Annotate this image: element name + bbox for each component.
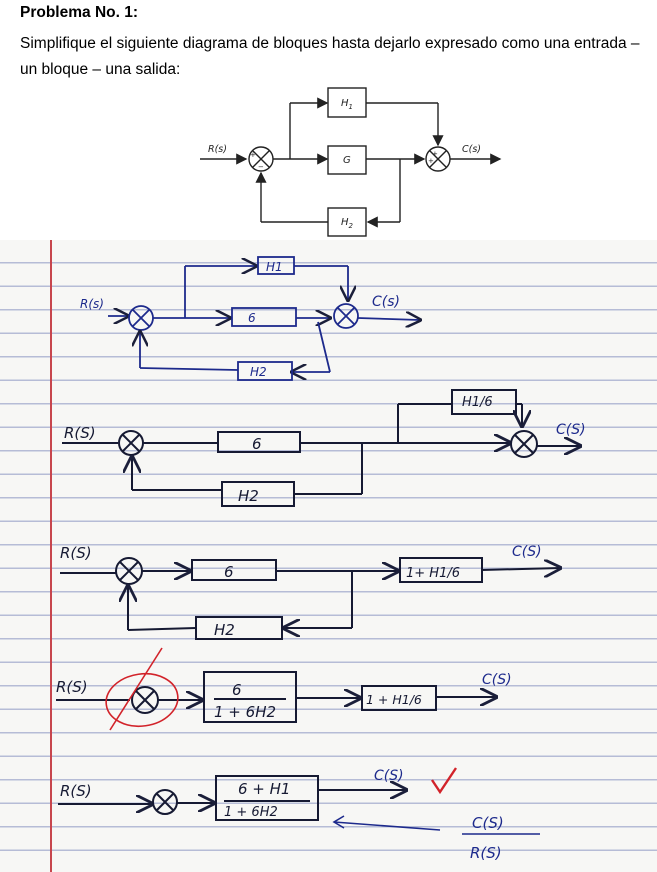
block-h2-label: H2 <box>341 217 354 230</box>
svg-text:R(S): R(S) <box>64 424 96 442</box>
step-5-labels: R(S) 6 + H1 1 + 6H2 C(S) C(S) R(S) <box>60 768 504 862</box>
svg-text:H2: H2 <box>238 487 259 505</box>
svg-text:1 + 6H2: 1 + 6H2 <box>224 805 278 820</box>
svg-text:6: 6 <box>252 435 262 453</box>
step-1-diagram <box>108 256 420 381</box>
step-2-labels: R(S) 6 H2 H1/6 C(S) <box>64 395 586 505</box>
svg-text:6 + H1: 6 + H1 <box>238 780 290 798</box>
svg-text:C(S): C(S) <box>556 422 586 438</box>
svg-text:C(s): C(s) <box>372 294 400 310</box>
svg-text:H2: H2 <box>250 365 267 379</box>
block-g <box>327 145 367 175</box>
sum2-plus-left: + <box>428 157 434 165</box>
svg-text:C(S): C(S) <box>374 768 404 784</box>
step-2-diagram <box>62 389 580 507</box>
step-4-crossout <box>105 647 179 731</box>
step-5-pointer <box>332 815 540 835</box>
svg-text:C(S): C(S) <box>512 544 542 560</box>
problem-title: Problema No. 1: <box>20 4 138 21</box>
block-h1-label: H1 <box>341 98 353 111</box>
step-4-labels: R(S) 6 1 + 6H2 1 + H1/6 C(S) <box>56 672 512 721</box>
sum2-plus-top: + <box>432 150 438 158</box>
step-1-labels: R(s) C(s) H1 6 H2 <box>80 260 400 379</box>
svg-text:6: 6 <box>232 681 242 699</box>
notebook-page: R(s) C(s) H1 6 H2 <box>0 240 657 872</box>
svg-text:H1/6: H1/6 <box>462 395 493 410</box>
block-g-label: G <box>343 155 351 166</box>
step-3-labels: R(S) 6 H2 1+ H1/6 C(S) <box>60 544 542 639</box>
block-h1 <box>327 87 367 118</box>
svg-text:1 + H1/6: 1 + H1/6 <box>366 692 422 707</box>
step-4-diagram <box>56 671 496 723</box>
svg-text:R(S): R(S) <box>60 544 92 562</box>
svg-text:H1: H1 <box>266 260 283 274</box>
handwritten-solution: R(s) C(s) H1 6 H2 <box>56 256 586 862</box>
margin-line <box>50 240 52 872</box>
step-3-diagram <box>60 557 560 640</box>
output-label: C(s) <box>462 144 481 155</box>
svg-text:R(s): R(s) <box>80 297 104 311</box>
svg-text:1+ H1/6: 1+ H1/6 <box>406 566 460 581</box>
block-h2 <box>327 207 367 237</box>
svg-text:R(S): R(S) <box>470 844 502 862</box>
input-label: R(s) <box>208 144 227 155</box>
problem-header: Problema No. 1: Simplifique el siguiente… <box>0 0 657 240</box>
svg-text:1 + 6H2: 1 + 6H2 <box>214 703 276 721</box>
svg-text:H2: H2 <box>214 621 235 639</box>
svg-text:C(S): C(S) <box>482 672 512 688</box>
svg-text:C(S): C(S) <box>472 814 504 832</box>
svg-text:6: 6 <box>224 563 234 581</box>
sum1-minus: − <box>258 163 264 171</box>
typeset-block-diagram: R(s) C(s) H1 G H2 + − + + <box>200 87 502 237</box>
sum1-plus: + <box>250 151 256 159</box>
svg-text:6: 6 <box>248 311 256 325</box>
svg-text:R(S): R(S) <box>56 678 88 696</box>
step-5-diagram <box>58 775 406 821</box>
svg-text:R(S): R(S) <box>60 782 92 800</box>
check-mark-icon <box>431 767 457 795</box>
problem-statement: Simplifique el siguiente diagrama de blo… <box>20 35 640 78</box>
